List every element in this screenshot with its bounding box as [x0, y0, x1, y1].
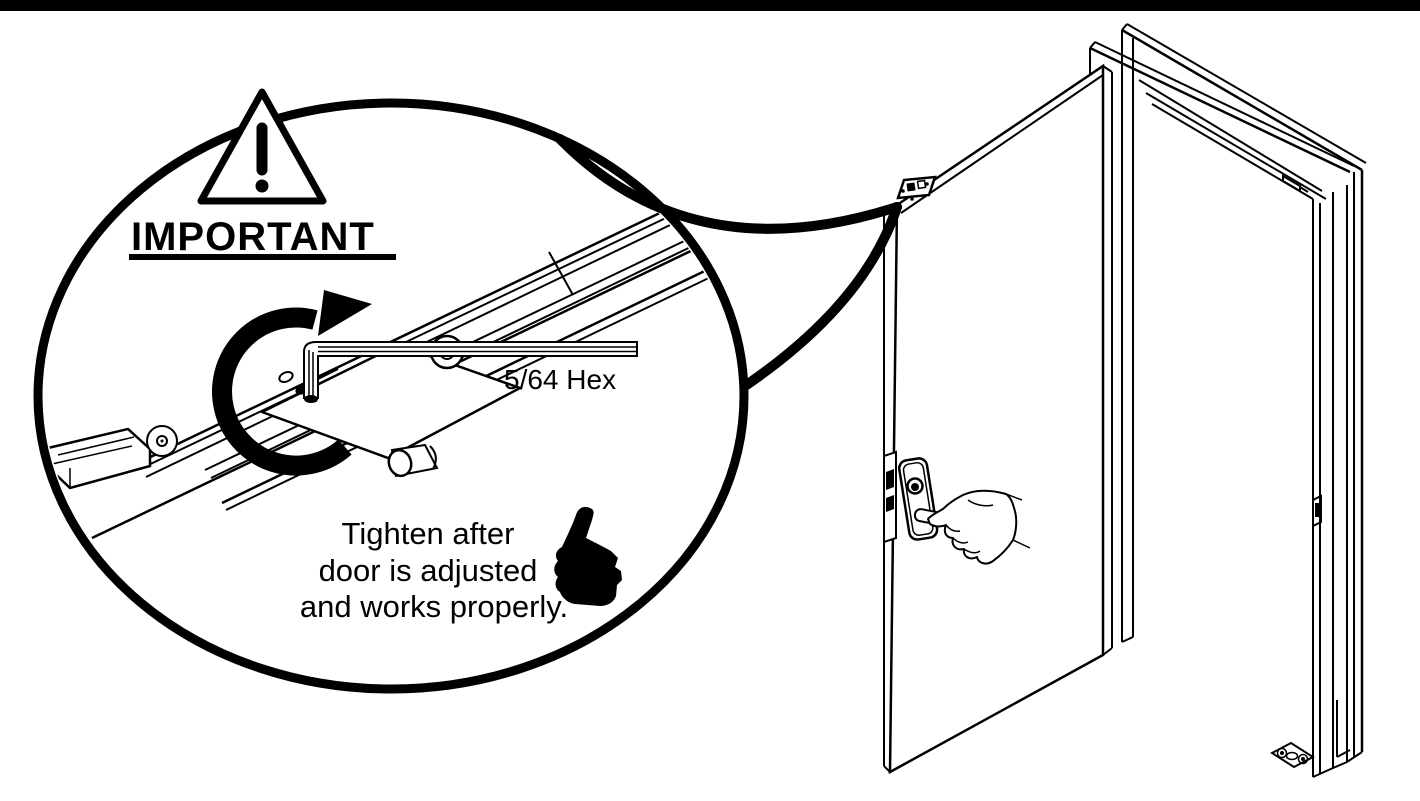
tighten-note: Tighten after door is adjusted and works… [300, 516, 568, 624]
note-line-3: and works properly. [300, 589, 568, 624]
hex-size-label: 5/64 Hex [504, 364, 616, 395]
rotation-arrow-icon [212, 290, 372, 476]
callout-tail [555, 134, 902, 391]
hex-key-icon [303, 341, 638, 403]
floor-strike-plate-drawing [1270, 741, 1315, 769]
door-frame-drawing [1089, 23, 1367, 778]
important-label: IMPORTANT [131, 215, 375, 259]
hand-with-key-drawing [913, 489, 1031, 565]
important-heading: IMPORTANT [129, 215, 396, 260]
heading-underline [129, 254, 396, 260]
pivot-pin-drawing [387, 443, 439, 478]
door-leaf-drawing [883, 63, 1113, 775]
warning-triangle-icon [197, 88, 327, 205]
top-pivot-drawing [896, 175, 937, 201]
note-line-2: door is adjusted [319, 553, 538, 588]
note-line-1: Tighten after [342, 516, 515, 551]
thumbs-up-icon [554, 506, 622, 606]
top-border-bar [0, 0, 1420, 11]
